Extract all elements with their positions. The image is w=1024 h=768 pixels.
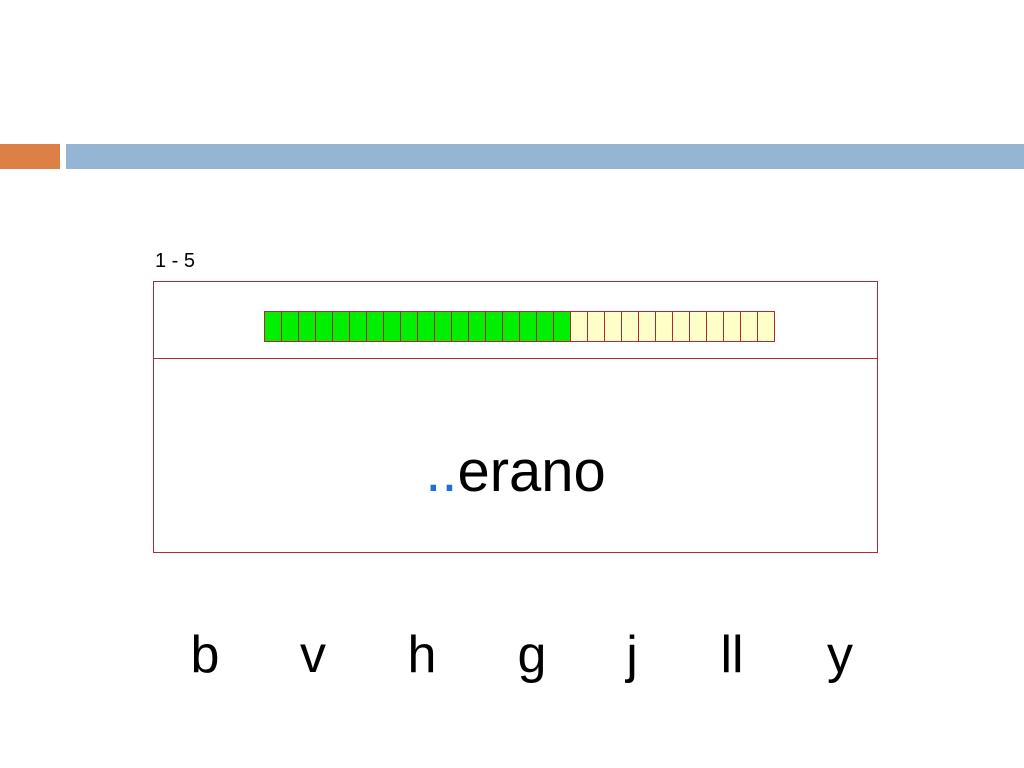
letter-choice-b[interactable]: b [190, 626, 220, 684]
progress-segment-filled [299, 311, 316, 342]
progress-segment-empty [707, 311, 724, 342]
progress-segment-filled [265, 311, 282, 342]
range-label: 1 - 5 [155, 250, 196, 272]
header-band [66, 144, 1024, 169]
progress-segment-empty [758, 311, 775, 342]
progress-segment-filled [367, 311, 384, 342]
header-accent-bar [0, 144, 60, 169]
letter-choice-y[interactable]: y [827, 626, 853, 684]
progress-segment-empty [741, 311, 758, 342]
progress-segment-filled [537, 311, 554, 342]
progress-segment-filled [350, 311, 367, 342]
exercise-card: ..erano [153, 281, 878, 553]
letter-choice-j[interactable]: j [626, 626, 638, 684]
progress-segment-filled [316, 311, 333, 342]
progress-segment-empty [690, 311, 707, 342]
progress-segment-filled [503, 311, 520, 342]
progress-segment-empty [622, 311, 639, 342]
letter-choices: b v h g j ll y [0, 620, 1024, 700]
word-blank-prefix: .. [425, 439, 458, 504]
letter-choice-h[interactable]: h [407, 626, 437, 684]
letter-choice-v[interactable]: v [300, 626, 326, 684]
progress-segment-filled [282, 311, 299, 342]
progress-segment-empty [656, 311, 673, 342]
word-stem: erano [457, 439, 606, 504]
progress-segment-filled [520, 311, 537, 342]
progress-segment-empty [639, 311, 656, 342]
progress-segment-filled [418, 311, 435, 342]
progress-segment-filled [486, 311, 503, 342]
target-word: ..erano [154, 437, 877, 507]
progress-segment-filled [401, 311, 418, 342]
progress-segment-filled [333, 311, 350, 342]
progress-segment-filled [384, 311, 401, 342]
progress-bar [264, 311, 775, 342]
progress-segment-filled [554, 311, 571, 342]
progress-segment-empty [673, 311, 690, 342]
progress-segment-filled [452, 311, 469, 342]
progress-segment-empty [588, 311, 605, 342]
card-divider [154, 358, 877, 359]
progress-segment-empty [605, 311, 622, 342]
letter-choice-g[interactable]: g [517, 626, 547, 684]
progress-segment-filled [469, 311, 486, 342]
progress-segment-filled [435, 311, 452, 342]
letter-choice-ll[interactable]: ll [720, 626, 744, 684]
progress-segment-empty [571, 311, 588, 342]
progress-segment-empty [724, 311, 741, 342]
